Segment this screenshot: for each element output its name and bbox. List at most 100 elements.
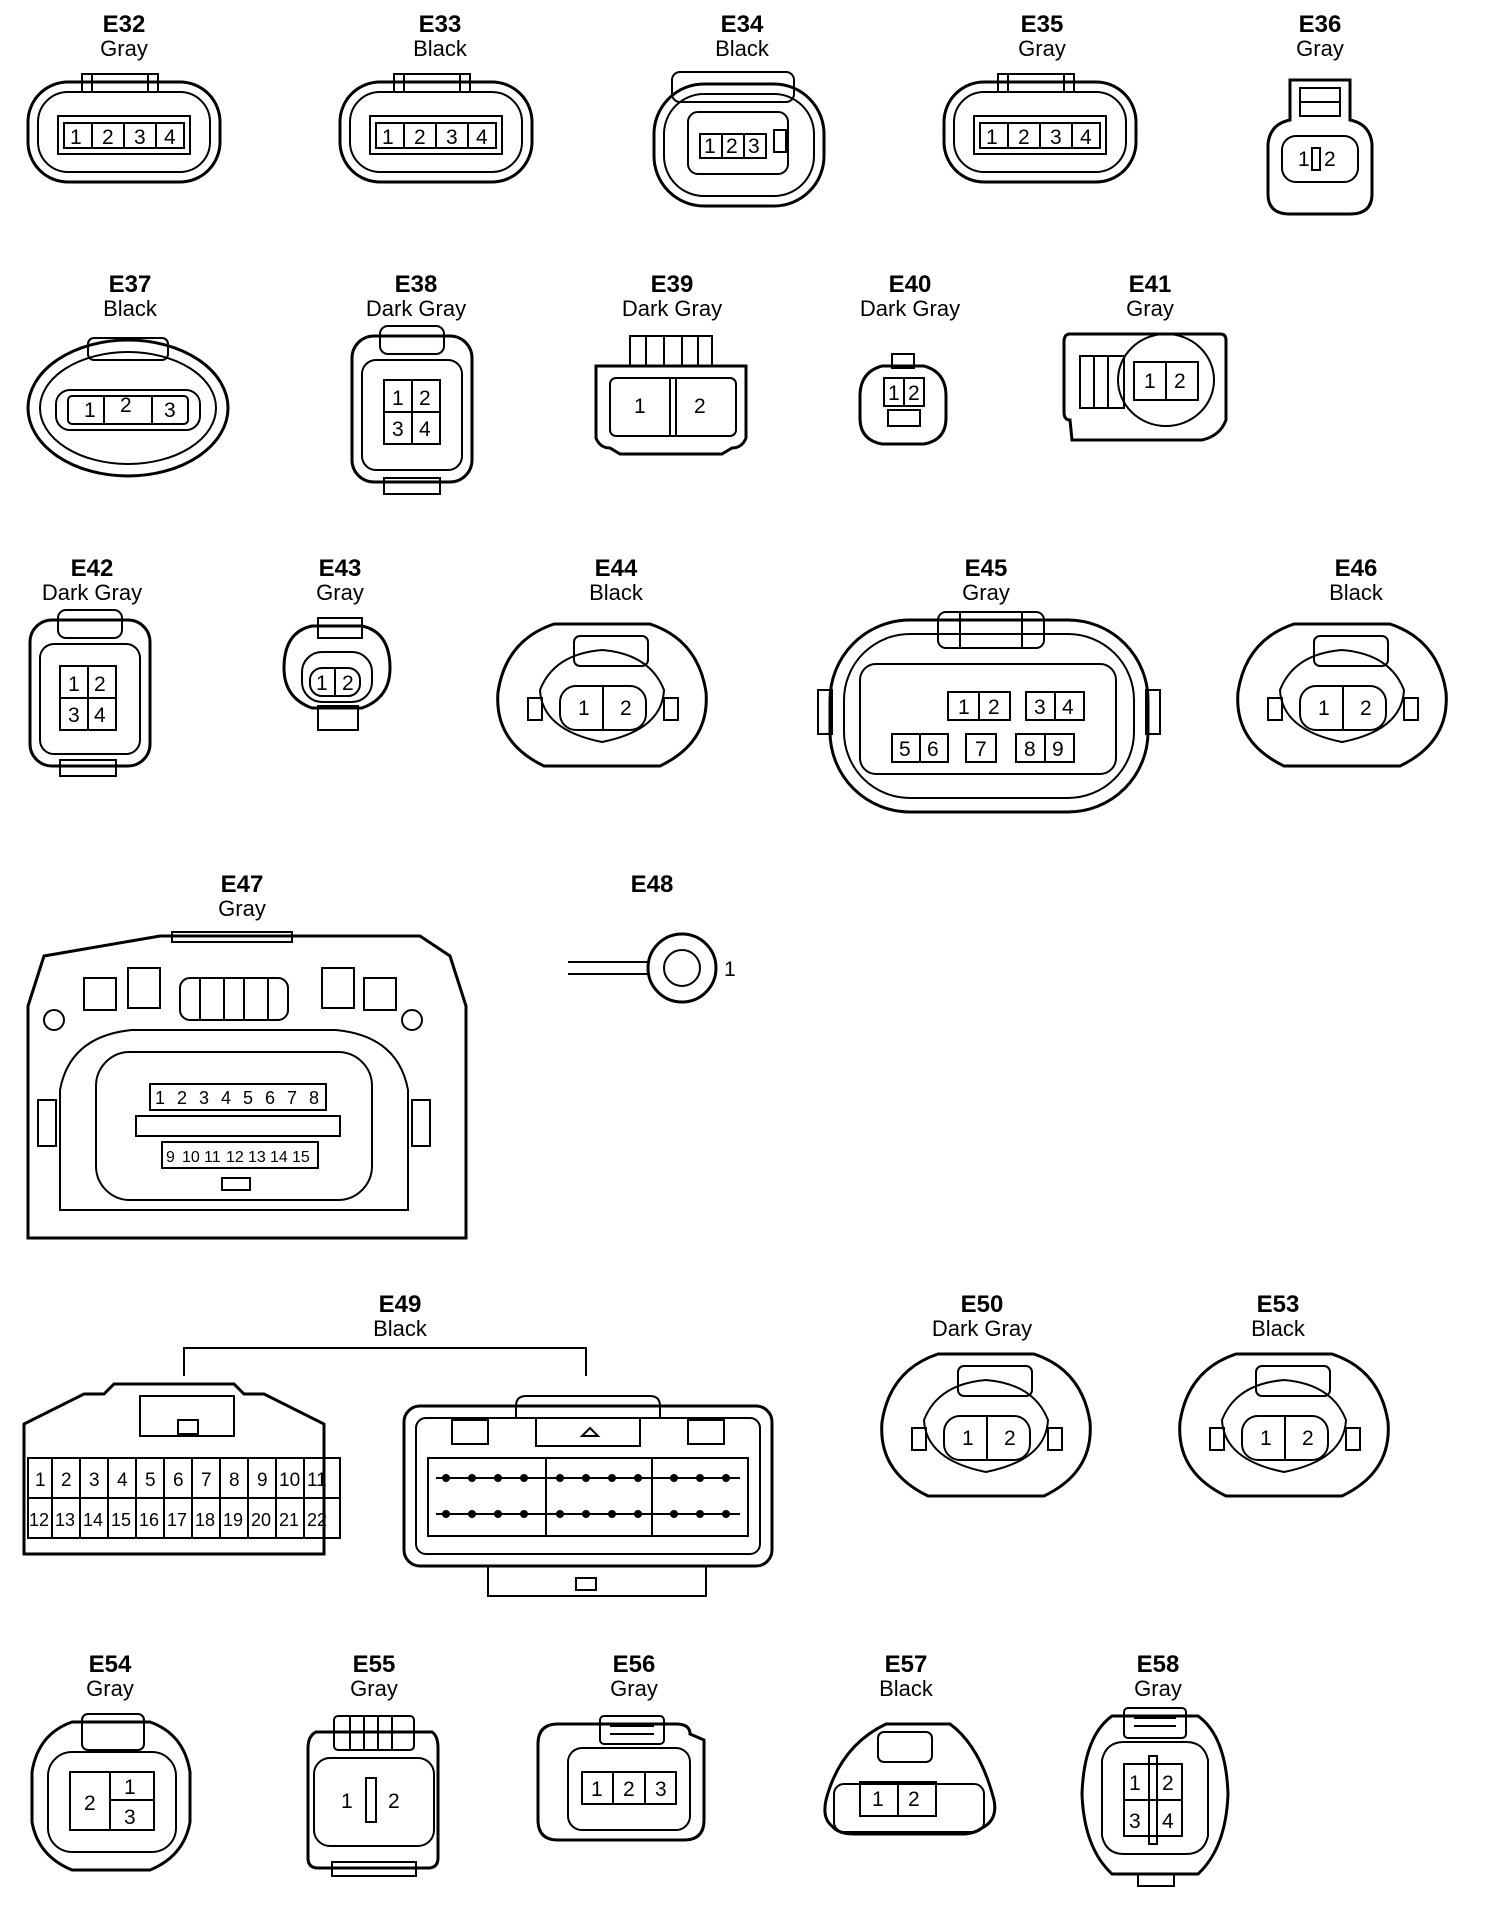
pin-label: 3 xyxy=(392,418,404,441)
pin-label: 1 xyxy=(1318,697,1330,720)
pin-label: 12 xyxy=(226,1149,244,1166)
connector-e34: 1 2 3 xyxy=(652,71,826,208)
pin-label: 2 xyxy=(1324,148,1336,171)
pin-label: 1 xyxy=(724,958,736,981)
pin-label: 7 xyxy=(975,738,987,761)
connector-e57: 1 2 xyxy=(823,1722,997,1836)
pin-label: 2 xyxy=(908,1788,920,1811)
pin-label: 3 xyxy=(199,1088,209,1108)
pin-label: 1 xyxy=(84,399,96,422)
connector-e37: 1 2 3 xyxy=(26,337,230,478)
connector-color: Gray xyxy=(962,580,1010,606)
connector-color: Black xyxy=(413,36,467,62)
pin-label: 3 xyxy=(1050,126,1062,149)
pin-label: 1 xyxy=(634,395,646,418)
pin-label: 9 xyxy=(166,1149,175,1166)
pin-label: 8 xyxy=(229,1470,240,1491)
connector-e46: 1 2 xyxy=(1236,622,1448,768)
connector-e39: 1 2 xyxy=(594,335,748,456)
connector-color: Black xyxy=(589,580,643,606)
pin-label: 1 xyxy=(986,126,998,149)
caption-e48: E48 xyxy=(542,872,762,897)
pin-label: 2 xyxy=(908,382,920,405)
pin-label: 1 xyxy=(872,1788,884,1811)
pin-label: 14 xyxy=(83,1510,103,1530)
connector-e45: 1 2 3 4 5 6 7 8 9 xyxy=(817,611,1161,814)
connector-id: E57 xyxy=(884,1651,928,1678)
pin-label: 5 xyxy=(899,738,911,761)
connector-id: E56 xyxy=(612,1651,656,1678)
pin-label: 13 xyxy=(55,1510,75,1530)
connector-id: E39 xyxy=(650,271,694,298)
pin-label: 17 xyxy=(167,1510,187,1530)
connector-color: Gray xyxy=(316,580,364,606)
pin-label: 2 xyxy=(988,696,1000,719)
pin-label: 1 xyxy=(958,696,970,719)
pin-label: 15 xyxy=(111,1510,131,1530)
pin-label: 2 xyxy=(177,1088,187,1108)
connector-e36: 1 2 xyxy=(1266,78,1374,216)
connector-id: E32 xyxy=(102,11,146,38)
pin-label: 1 xyxy=(70,126,82,149)
pin-row: 1 2 3 4 xyxy=(63,122,185,149)
connector-id: E34 xyxy=(720,11,764,38)
pin-label: 2 xyxy=(1174,370,1186,393)
pin-label: 3 xyxy=(134,126,146,149)
connector-e49-left: 1 2 3 4 5 6 7 8 9 10 11 12 13 14 15 16 1… xyxy=(22,1382,341,1556)
connector-id: E58 xyxy=(1136,1651,1180,1678)
pin-label: 3 xyxy=(164,399,176,422)
pin-label: 1 xyxy=(578,697,590,720)
connector-id: E53 xyxy=(1256,1291,1300,1318)
pin-label: 16 xyxy=(139,1510,159,1530)
connector-e40: 1 2 xyxy=(858,353,948,446)
pin-label: 2 xyxy=(419,387,431,410)
connector-e33: 1 2 3 4 xyxy=(338,73,534,184)
pin-label: 20 xyxy=(251,1510,271,1530)
pin-label: 2 xyxy=(342,672,354,695)
pin-label: 2 xyxy=(120,394,132,417)
pin-label: 2 xyxy=(414,126,426,149)
connector-id: E49 xyxy=(378,1291,422,1318)
pin-label: 6 xyxy=(927,738,939,761)
pin-label: 3 xyxy=(1129,1810,1141,1833)
connector-id: E46 xyxy=(1334,555,1378,582)
pin-label: 7 xyxy=(201,1470,212,1491)
connector-id: E37 xyxy=(108,271,152,298)
connector-color: Gray xyxy=(1296,36,1344,62)
pin-label: 2 xyxy=(102,126,114,149)
connector-color: Black xyxy=(879,1676,933,1702)
pin-label: 1 xyxy=(124,1776,136,1799)
pin-label: 1 xyxy=(68,673,80,696)
pin-label: 4 xyxy=(1162,1810,1174,1833)
connector-color: Dark Gray xyxy=(41,580,143,606)
connector-color: Gray xyxy=(1018,36,1066,62)
connector-e58: 1 2 3 4 xyxy=(1080,1707,1230,1887)
connector-e32: 1 2 3 4 xyxy=(26,73,222,184)
e49-bracket xyxy=(183,1347,587,1376)
connector-id: E47 xyxy=(220,871,264,898)
pin-label: 1 xyxy=(382,126,394,149)
pin-label: 1 xyxy=(591,1778,603,1801)
pin-label: 1 xyxy=(962,1427,974,1450)
pin-label: 2 xyxy=(620,697,632,720)
pin-label: 4 xyxy=(94,704,106,727)
rear-cavity-dots xyxy=(442,1474,730,1518)
connector-id: E41 xyxy=(1128,271,1172,298)
pin-label: 1 xyxy=(316,672,328,695)
pin-label: 1 xyxy=(392,387,404,410)
pin-label: 9 xyxy=(257,1470,268,1491)
pin-label: 2 xyxy=(1162,1772,1174,1795)
pin-label: 3 xyxy=(1034,696,1046,719)
pin-label: 3 xyxy=(89,1470,100,1491)
pin-label: 7 xyxy=(287,1088,297,1108)
